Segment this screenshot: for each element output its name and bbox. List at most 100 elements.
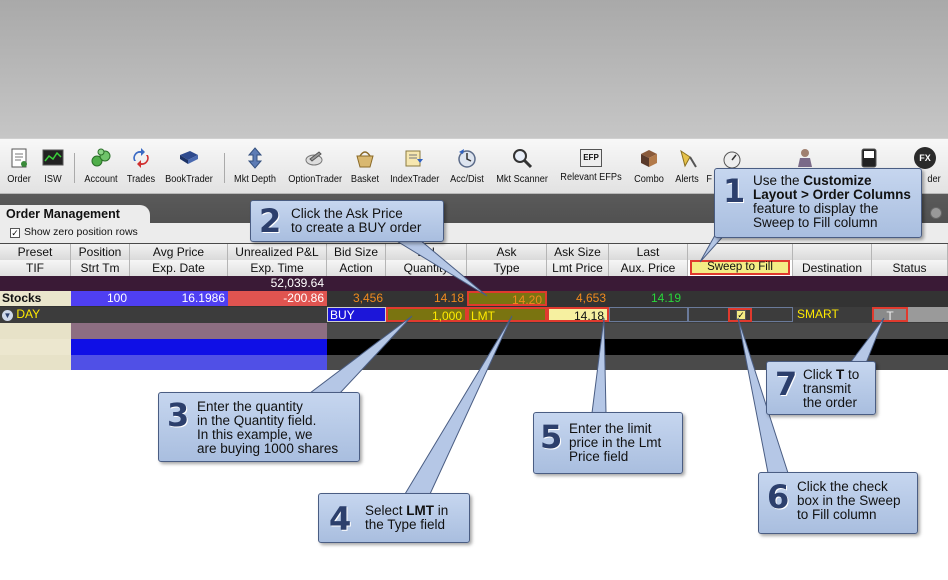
ask-size-cell[interactable]: 4,653 — [575, 291, 606, 305]
col-action[interactable]: Action — [327, 260, 386, 276]
unrealized-pnl-cell: -200.86 — [228, 291, 327, 306]
pnl-total: 52,039.64 — [270, 276, 324, 290]
stock-row[interactable]: Stocks 100 16.1986 -200.86 3,456 14.18 1… — [0, 291, 948, 307]
quantity-cell[interactable]: 1,000 — [386, 307, 467, 323]
mkt-depth-icon — [247, 147, 263, 169]
aux-price-cell[interactable] — [609, 307, 688, 322]
toolbar-trades-label: Trades — [126, 174, 156, 185]
callout-6-text: Click the check box in the Sweep to Fill… — [797, 480, 901, 522]
summary-row: 52,039.64 — [0, 276, 948, 291]
order-row[interactable]: ▼ DAY BUY 1,000 LMT 14.18 ✓ SMART T — [0, 307, 948, 323]
col-type[interactable]: Type — [467, 260, 547, 276]
toolbar-isw[interactable]: ISW — [40, 147, 66, 193]
toolbar-separator — [74, 153, 75, 183]
toolbar-combo-label: Combo — [634, 174, 664, 185]
col-sweep-to-fill[interactable]: Sweep to Fill — [690, 260, 790, 275]
callout-7-line1c: to — [844, 367, 860, 382]
col-strt-tm[interactable]: Strt Tm — [71, 260, 130, 276]
account-icon — [91, 148, 111, 167]
col-exp-time[interactable]: Exp. Time — [228, 260, 327, 276]
order-icon — [11, 148, 27, 168]
toolbar-order[interactable]: Order — [6, 147, 32, 193]
transmit-button[interactable]: T — [872, 307, 908, 323]
sweep-highlight — [728, 308, 752, 322]
sweep-cell: ✓ — [688, 307, 793, 322]
toolbar-booktrader[interactable]: BookTrader — [163, 147, 215, 193]
callout-6: 6 Click the check box in the Sweep to Fi… — [758, 472, 918, 534]
col-preset[interactable]: Preset — [0, 244, 71, 260]
col-bid-size[interactable]: Bid Size — [327, 244, 386, 260]
col-unrealized-pnl[interactable]: Unrealized P&L — [228, 244, 327, 260]
toolbar-relevant-efps[interactable]: EFP Relevant EFPs — [557, 147, 625, 193]
col-destination[interactable]: Destination — [793, 260, 872, 276]
col-position[interactable]: Position — [71, 244, 130, 260]
toolbar-account[interactable]: Account — [82, 147, 120, 193]
col-tif[interactable]: TIF — [0, 260, 71, 276]
col-avg-price[interactable]: Avg Price — [130, 244, 228, 260]
callout-7-line1b: T — [836, 367, 845, 382]
col-ask[interactable]: Ask — [467, 244, 547, 260]
bid-size-cell[interactable]: 3,456 — [352, 291, 383, 305]
efp-icon: EFP — [580, 149, 602, 167]
col-ask-size[interactable]: Ask Size — [547, 244, 609, 260]
toolbar-partial-item[interactable]: F — [706, 147, 716, 193]
grid-block — [0, 355, 71, 370]
toolbar-hidden-item-2[interactable] — [794, 147, 816, 193]
col-aux-price[interactable]: Aux. Price — [609, 260, 688, 276]
ask-cell[interactable]: 14.20 — [467, 291, 547, 307]
toolbar-hidden-item-3[interactable] — [858, 147, 880, 193]
callout-4-line2: the Type field — [365, 517, 446, 532]
toolbar-fx[interactable]: FX der — [908, 147, 942, 193]
show-zero-checkbox[interactable]: ✓ — [10, 228, 20, 238]
callout-4-line1b: LMT — [406, 503, 435, 518]
lmt-price-cell[interactable]: 14.18 — [547, 307, 609, 323]
type-cell[interactable]: LMT — [467, 307, 547, 323]
toolbar-mkt-scanner-label: Mkt Scanner — [496, 174, 548, 185]
toolbar-optiontrader[interactable]: OptionTrader — [286, 147, 342, 193]
panel-close-icon[interactable] — [930, 207, 942, 219]
grid-block — [0, 323, 71, 339]
toolbar-indextrader[interactable]: IndexTrader — [388, 147, 440, 193]
toolbar-basket[interactable]: Basket — [348, 147, 382, 193]
callout-5-line1: Enter the limit — [569, 421, 652, 436]
sweep-checkbox[interactable]: ✓ — [736, 310, 746, 320]
grid-block — [71, 355, 327, 370]
toolbar-account-label: Account — [84, 174, 118, 185]
toolbar-order-label: Order — [7, 174, 31, 185]
show-zero-label: Show zero position rows — [24, 226, 138, 238]
callout-3-number: 3 — [167, 396, 190, 434]
action-cell[interactable]: BUY — [327, 307, 386, 322]
bid-cell[interactable]: 14.18 — [433, 291, 464, 305]
col-status[interactable]: Status — [872, 260, 948, 276]
callout-4-text: Select LMT in the Type field — [365, 504, 448, 532]
expand-icon[interactable]: ▼ — [2, 310, 13, 321]
toolbar-alerts[interactable]: Alerts — [672, 147, 702, 193]
callout-7-number: 7 — [775, 365, 798, 403]
position-cell: 100 — [71, 291, 130, 306]
col-last[interactable]: Last — [609, 244, 688, 260]
callout-3-line2: in the Quantity field. — [197, 413, 317, 428]
trades-icon — [133, 148, 149, 168]
callout-1: 1 Use the Customize Layout > Order Colum… — [714, 168, 922, 238]
destination-cell[interactable]: SMART — [797, 307, 839, 321]
col-lmt-price[interactable]: Lmt Price — [547, 260, 609, 276]
alerts-icon — [680, 149, 697, 168]
toolbar-separator — [224, 153, 225, 183]
tif-cell[interactable]: ▼ DAY — [0, 307, 71, 322]
toolbar-combo[interactable]: Combo — [632, 147, 666, 193]
toolbar-mkt-scanner[interactable]: Mkt Scanner — [494, 147, 550, 193]
tif-value: DAY — [16, 307, 41, 321]
toolbar-mkt-depth[interactable]: Mkt Depth — [232, 147, 278, 193]
toolbar-trades[interactable]: Trades — [125, 147, 157, 193]
indextrader-icon — [405, 150, 423, 167]
callout-2-text: Click the Ask Price to create a BUY orde… — [291, 207, 421, 235]
callout-4-line1c: in — [434, 503, 449, 518]
callout-6-number: 6 — [767, 478, 790, 516]
last-cell[interactable]: 14.19 — [651, 291, 682, 305]
toolbar-accdist[interactable]: Acc/Dist — [446, 147, 488, 193]
col-exp-date[interactable]: Exp. Date — [130, 260, 228, 276]
callout-3-line1: Enter the quantity — [197, 399, 303, 414]
callout-3-line3: In this example, we — [197, 427, 313, 442]
callout-1-line4: Sweep to Fill column — [753, 215, 878, 230]
basket-icon — [356, 151, 374, 168]
